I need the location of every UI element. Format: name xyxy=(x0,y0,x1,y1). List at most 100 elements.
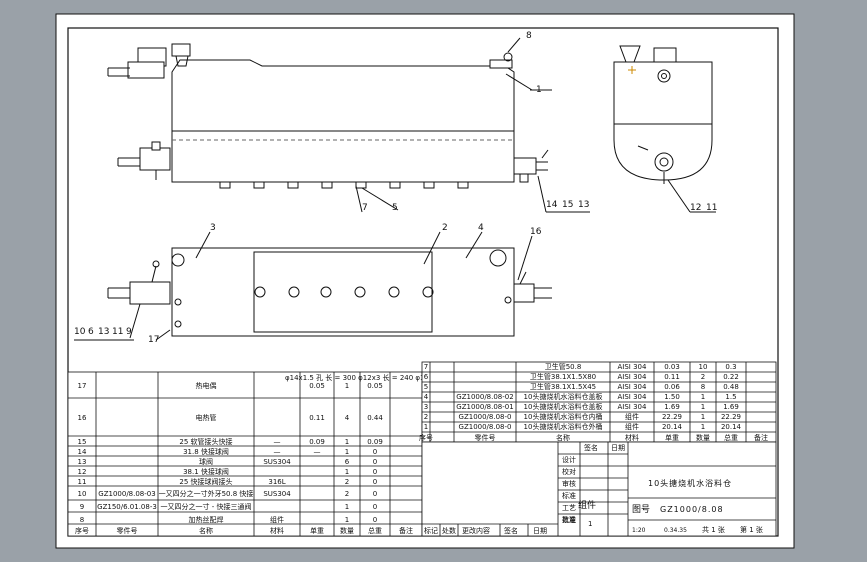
bom-left-cell-qty: 1 xyxy=(345,448,349,456)
bom-right-cell-unit: 22.29 xyxy=(662,413,682,421)
bom-left-cell-code: GZ150/6.01.08-3 xyxy=(97,503,157,511)
tb-craft: 工艺 xyxy=(562,504,576,512)
bom-right-cell-name: 卫生管38.1X1.5X80 xyxy=(530,372,596,381)
figure-label: 图号 xyxy=(632,504,650,515)
bom-right-header: 名称 xyxy=(556,433,570,442)
bom-right-cell-name: 10头搪烧机水浴料仓外桶 xyxy=(524,422,603,431)
tb-designer: 设计 xyxy=(562,455,576,464)
bom-left-cell-name: 一又四分之一寸外牙50.8 快接 xyxy=(159,489,254,498)
bom-left-cell-unit: 0.05 xyxy=(309,382,325,390)
bom-right-cell-name: 10头搪烧机水浴料仓盖板 xyxy=(524,392,603,401)
bom-left-cell-code: GZ1000/8.08-03 xyxy=(98,490,155,498)
tb-sign: 签名 xyxy=(504,526,518,535)
tb-checker: 校对 xyxy=(562,467,576,476)
tb-reviewer: 审核 xyxy=(562,479,576,488)
bom-left-cell-qty: 4 xyxy=(345,414,350,422)
front-view xyxy=(107,37,590,213)
bom-left-cell-unit: 0.11 xyxy=(309,414,325,422)
bom-right-cell-material: AISI 304 xyxy=(618,393,647,401)
callout-10: 10 xyxy=(74,327,86,337)
bom-left-cell-no: 17 xyxy=(78,382,87,390)
bom-right-cell-total: 0.22 xyxy=(723,373,739,381)
bom-left-cell-total: 0.05 xyxy=(367,382,383,390)
callout-4: 4 xyxy=(478,223,484,233)
bom-right-cell-total: 22.29 xyxy=(721,413,741,421)
tb-count: 处数 xyxy=(442,526,456,535)
bom-right-cell-material: AISI 304 xyxy=(618,373,647,381)
side-view xyxy=(613,45,716,213)
tb-date: 日期 xyxy=(611,444,625,452)
bom-right-cell-no: 1 xyxy=(424,423,428,431)
bom-right-cell-unit: 0.11 xyxy=(664,373,680,381)
callout-1: 1 xyxy=(536,85,542,95)
bom-left-cell-qty: 1 xyxy=(345,438,349,446)
bom-right-cell-unit: 1.69 xyxy=(664,403,680,411)
bom-right-cell-unit: 1.50 xyxy=(664,393,680,401)
bom-right-header: 数量 xyxy=(696,433,710,442)
bom-left-cell-material: 组件 xyxy=(270,515,284,524)
bom-right-cell-code: GZ1000/8.08-0 xyxy=(459,413,512,421)
bom-left-cell-name: 一又四分之一寸 - 快接三通阀 xyxy=(161,502,252,511)
bom-left-header: 零件号 xyxy=(117,526,138,535)
drawing-number: GZ1000/8.08 xyxy=(660,505,724,514)
bom-left-cell-unit: 0.09 xyxy=(309,438,325,446)
bom-left-cell-no: 13 xyxy=(78,458,87,466)
tb-approver: 批准 xyxy=(562,515,576,524)
bom-right-cell-no: 6 xyxy=(424,373,429,381)
bom-left-cell-total: 0 xyxy=(373,516,377,524)
bom-left-cell-no: 14 xyxy=(78,448,87,456)
bom-left-cell-name: 25 快接球阀接头 xyxy=(179,477,232,486)
bom-left-cell-name: 热电偶 xyxy=(196,381,217,390)
bom-left-header: 序号 xyxy=(75,526,89,535)
callout-14: 14 xyxy=(546,200,558,210)
bom-right-cell-qty: 8 xyxy=(701,383,705,391)
callout-9: 9 xyxy=(126,327,132,337)
tb-date2: 日期 xyxy=(533,527,547,535)
bottom-nozzles xyxy=(219,181,469,189)
bom-right-header: 备注 xyxy=(754,433,768,442)
bom-right-cell-no: 4 xyxy=(424,393,429,401)
bom-left-cell-no: 10 xyxy=(78,490,87,498)
callout-13: 13 xyxy=(578,200,589,210)
bom-left-cell-qty: 1 xyxy=(345,468,349,476)
tb-change-doc: 更改内容 xyxy=(462,526,490,535)
bom-left-cell-total: 0 xyxy=(373,503,377,511)
bom-right-cell-name: 10头搪烧机水浴料仓盖板 xyxy=(524,402,603,411)
bom-left-header: 备注 xyxy=(399,526,413,535)
bom-right-cell-code: GZ1000/8.08-02 xyxy=(456,393,513,401)
bom-left-cell-no: 11 xyxy=(78,478,87,486)
tb-mark: 标记 xyxy=(424,526,438,535)
bom-left-table xyxy=(67,371,423,537)
callout-8: 8 xyxy=(526,31,532,41)
bom-right-cell-unit: 0.03 xyxy=(664,363,680,371)
bom-right-cell-qty: 2 xyxy=(701,373,705,381)
bom-left-cell-no: 12 xyxy=(78,468,87,476)
group-label: 组件 xyxy=(578,499,596,511)
title-block xyxy=(421,441,777,537)
callout-6: 6 xyxy=(88,327,94,337)
bom-right-cell-name: 卫生管38.1X1.5X45 xyxy=(530,382,596,391)
bom-left-cell-qty: 1 xyxy=(345,382,349,390)
bom-left-cell-qty: 2 xyxy=(345,478,349,486)
bom-right-cell-total: 0.3 xyxy=(725,363,736,371)
bom-left-cell-qty: 1 xyxy=(345,516,349,524)
sheet-no: 第 1 张 xyxy=(740,525,763,534)
bom-right-header: 材料 xyxy=(625,433,639,442)
bom-left-cell-name: 25 软管接头快接 xyxy=(179,437,232,446)
bom-left-cell-material: — xyxy=(274,438,281,446)
bom-side-note: φ14x1.5 孔 长 = 300 φ12x3 长 = 240 φ12x1 长 … xyxy=(285,373,519,382)
bom-left-cell-total: 0 xyxy=(373,458,377,466)
callout-15: 15 xyxy=(562,200,573,210)
quantity-label: 数量 xyxy=(562,515,576,524)
callout-17: 17 xyxy=(148,335,159,345)
bom-right-header: 零件号 xyxy=(475,433,496,442)
bom-right-table xyxy=(421,361,777,443)
bom-left-cell-no: 9 xyxy=(80,503,84,511)
bom-left-cell-name: 31.8 快接球阀 xyxy=(183,447,229,456)
bom-left-cell-total: 0 xyxy=(373,448,377,456)
tb-signature: 签名 xyxy=(584,443,598,452)
scale-value: 1:20 xyxy=(632,527,646,534)
callout-11b: 11 xyxy=(112,327,123,337)
bom-left-cell-unit: — xyxy=(314,448,321,456)
